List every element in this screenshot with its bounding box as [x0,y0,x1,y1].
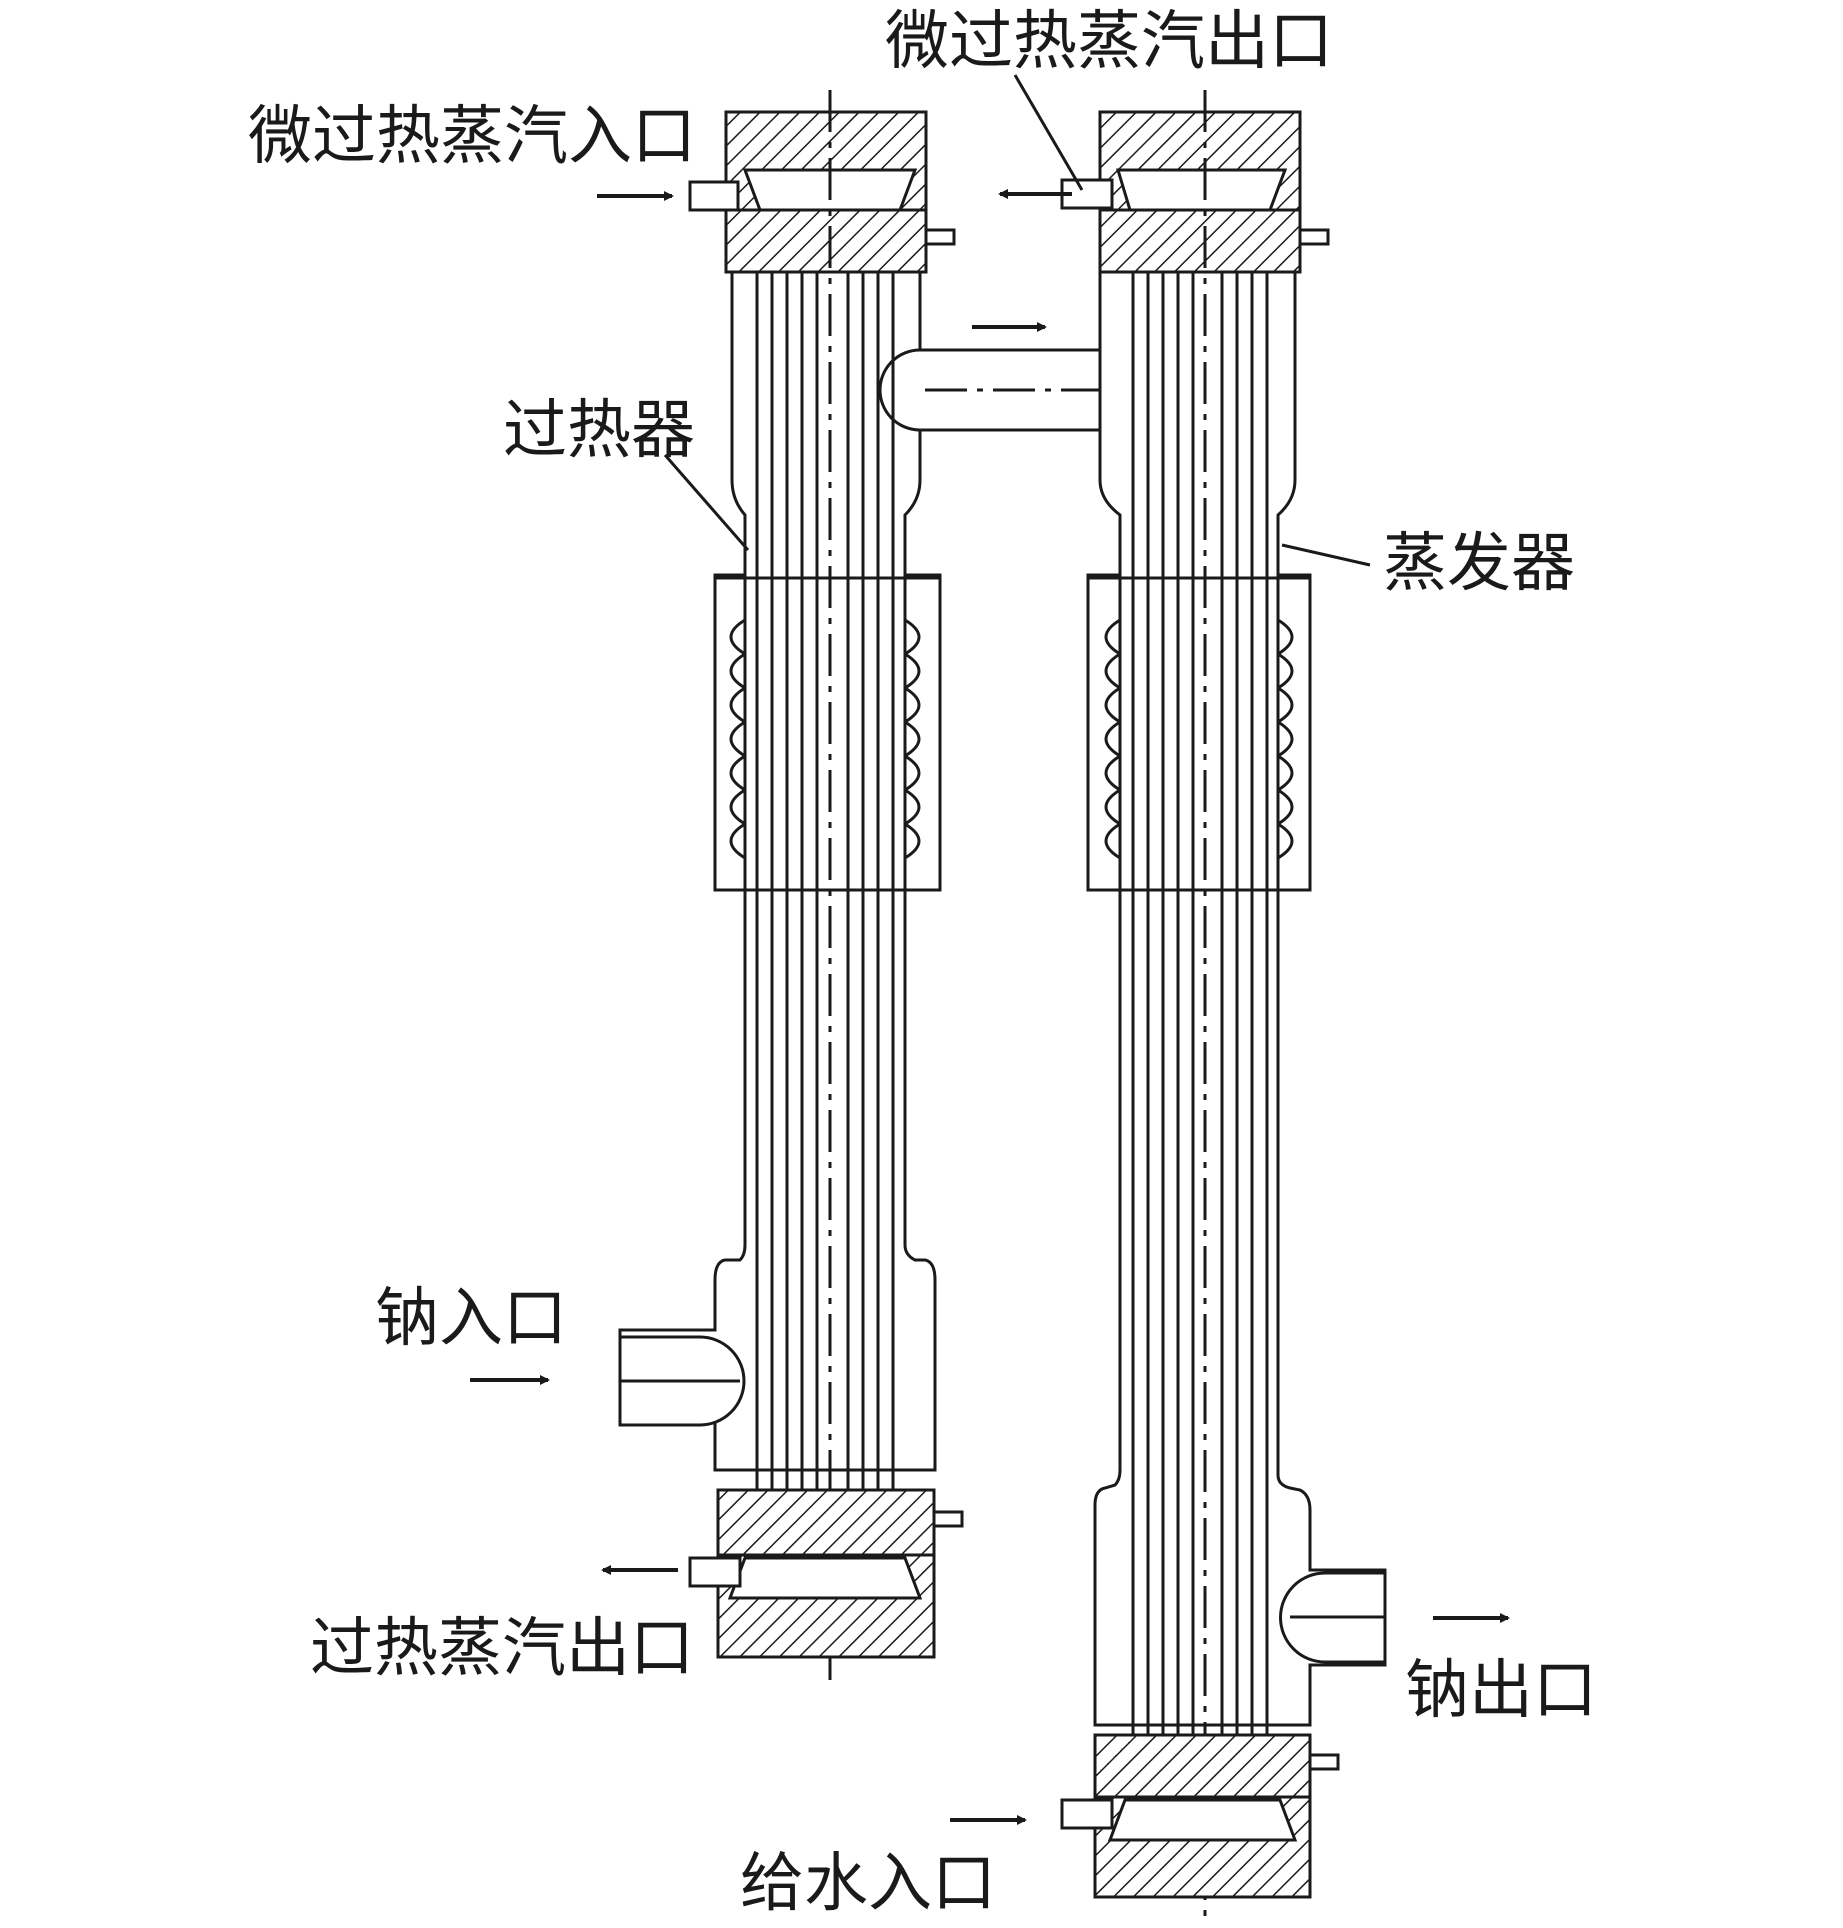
superheater-top-tubesheet [724,208,928,274]
superheater-top-stub [924,228,956,246]
label-sodium-inlet: 钠入口 [375,1282,567,1356]
superheater-steam-inlet-nozzle [688,180,740,212]
label-superheater: 过热器 [503,394,695,468]
superheater-tube-bundle [755,272,895,1490]
superheater-bellows-left [729,618,748,860]
superheater-bottom-chamber [727,1556,923,1600]
superheater-bellows-right [902,618,921,860]
evaporator-top-tubesheet [1098,208,1302,274]
evaporator-top-stub [1298,228,1330,246]
superheated-steam-outlet-nozzle [688,1556,742,1588]
flow-arrows [470,189,1510,1825]
superheater-bottom-tubesheet [716,1488,936,1557]
evaporator-top-chamber [1115,168,1288,212]
evaporator-bottom-stub [1308,1753,1340,1771]
superheater-bottom-stub [932,1510,964,1528]
evaporator-bellows-right [1275,618,1294,860]
label-feedwater-inlet: 给水入口 [740,1847,996,1921]
label-superheated-steam-outlet: 过热蒸汽出口 [310,1612,694,1686]
evaporator-bottom-tubesheet [1093,1733,1312,1799]
label-sodium-outlet: 钠出口 [1405,1654,1597,1728]
feedwater-inlet-nozzle [1060,1798,1114,1830]
evaporator-bellows-left [1104,618,1123,860]
label-desuperheated-steam-outlet: 微过热蒸汽出口 [885,5,1333,79]
superheater-vessel [618,90,1142,1680]
label-desuperheated-steam-inlet: 微过热蒸汽入口 [248,100,696,174]
label-evaporator: 蒸发器 [1383,527,1575,601]
evaporator-vessel [1060,90,1387,1925]
leader-lines [663,74,1371,567]
evaporator-bottom-chamber [1107,1798,1298,1842]
evaporator-tube-bundle [1131,272,1269,1735]
